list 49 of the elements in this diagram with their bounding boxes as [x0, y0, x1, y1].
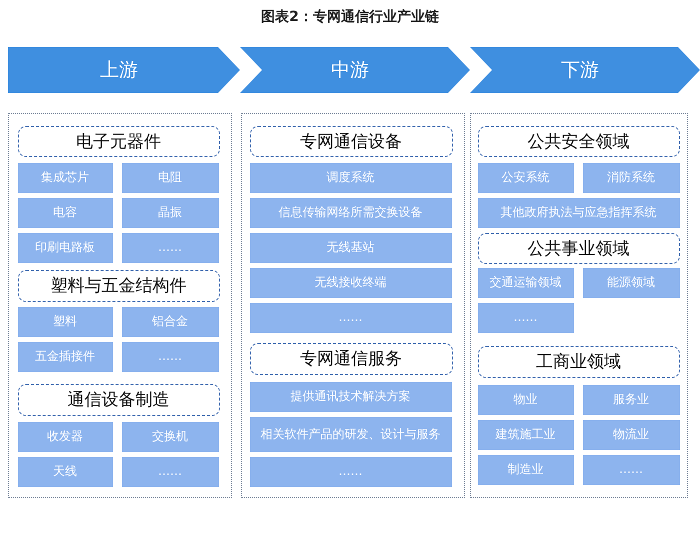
category-header: 通信设备制造	[18, 384, 220, 416]
item-box: 公安系统	[478, 162, 574, 192]
chevron-banner: 上游	[8, 47, 240, 93]
item-box: 无线接收终端	[250, 268, 452, 298]
category-header: 电子元器件	[18, 126, 220, 156]
category-header: 专网通信设备	[250, 126, 452, 156]
item-box: ……	[582, 454, 680, 484]
category-header: 公共安全领域	[478, 126, 680, 156]
item-box: 消防系统	[582, 162, 680, 192]
item-box: ……	[478, 302, 574, 332]
item-box: 晶振	[122, 198, 218, 228]
stage-panel	[8, 113, 232, 498]
title: 图表2：专网通信行业产业链	[260, 8, 440, 26]
item-box: 集成芯片	[18, 162, 112, 192]
item-box: 制造业	[478, 454, 574, 484]
item-box: 五金插接件	[18, 342, 112, 372]
item-box: 无线基站	[250, 232, 452, 262]
item-box: 铝合金	[122, 306, 218, 336]
item-box: ……	[250, 302, 452, 332]
item-box: ……	[122, 456, 218, 486]
item-box: 天线	[18, 456, 112, 486]
item-box: 服务业	[582, 384, 680, 414]
item-box: 电阻	[122, 162, 218, 192]
category-header: 塑料与五金结构件	[18, 270, 220, 302]
category-header: 专网通信服务	[250, 342, 452, 374]
item-box: 建筑施工业	[478, 420, 574, 450]
category-header: 工商业领域	[478, 346, 680, 378]
item-box: 物流业	[582, 420, 680, 450]
item-box: 相关软件产品的研发、设计与服务	[250, 416, 452, 452]
stage-panel	[470, 113, 688, 498]
item-box: 交通运输领域	[478, 268, 574, 298]
item-box: 物业	[478, 384, 574, 414]
chevron-banner: 中游	[240, 47, 470, 93]
stage-panel	[241, 113, 465, 498]
category-header: 公共事业领域	[478, 232, 680, 264]
item-box: 能源领域	[582, 268, 680, 298]
item-box: 信息传输网络所需交换设备	[250, 198, 452, 228]
item-box: 调度系统	[250, 162, 452, 192]
item-box: 其他政府执法与应急指挥系统	[478, 198, 680, 228]
item-box: 交换机	[122, 422, 218, 452]
item-box: ……	[122, 342, 218, 372]
item-box: 收发器	[18, 422, 112, 452]
item-box: ……	[122, 232, 218, 262]
item-box: 电容	[18, 198, 112, 228]
item-box: 塑料	[18, 306, 112, 336]
item-box: 提供通讯技术解决方案	[250, 382, 452, 412]
item-box: ……	[250, 456, 452, 486]
item-box: 印刷电路板	[18, 232, 112, 262]
chevron-banner: 下游	[470, 47, 700, 93]
